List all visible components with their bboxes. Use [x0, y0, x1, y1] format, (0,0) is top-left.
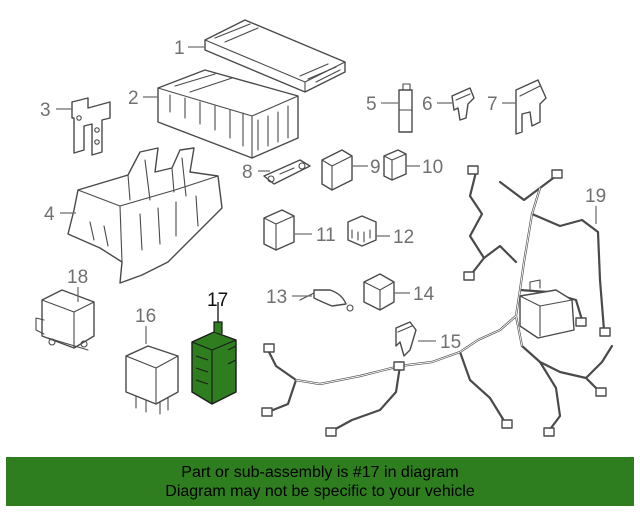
part-3-bracket[interactable] — [71, 97, 111, 156]
callout-4: 4 — [44, 204, 55, 225]
callout-10: 10 — [422, 157, 443, 178]
part-1-fuse-box-cover[interactable] — [204, 19, 346, 93]
part-16-relay-module[interactable] — [125, 345, 179, 415]
callout-12: 12 — [393, 227, 414, 248]
part-2-fuse-box-body[interactable] — [157, 69, 299, 159]
callout-5: 5 — [366, 94, 377, 115]
callout-16: 16 — [135, 306, 156, 327]
part-13-inline-fuse[interactable] — [299, 289, 354, 312]
part-9-relay[interactable] — [321, 149, 353, 191]
part-14-relay[interactable] — [363, 273, 395, 311]
part-19-wiring-harness[interactable] — [261, 165, 614, 437]
part-15-fuse[interactable] — [395, 321, 417, 357]
callout-2: 2 — [128, 88, 139, 109]
callout-9: 9 — [370, 157, 381, 178]
parts-diagram: 1 2 3 4 5 6 — [35, 19, 614, 437]
part-8-bolt-in-fuse[interactable] — [263, 159, 311, 185]
callout-17: 17 — [207, 290, 228, 311]
callout-3: 3 — [40, 100, 51, 121]
part-18-relay-bracket[interactable] — [35, 289, 95, 351]
callout-18: 18 — [67, 267, 88, 288]
callout-11: 11 — [316, 225, 336, 246]
callout-1: 1 — [174, 38, 185, 59]
callout-8: 8 — [242, 162, 253, 183]
part-17-module-highlighted[interactable] — [191, 321, 237, 405]
part-7-cartridge-fuse[interactable] — [515, 79, 547, 135]
callout-6: 6 — [422, 94, 433, 115]
banner-line-1: Part or sub-assembly is #17 in diagram — [181, 463, 459, 481]
info-banner: Part or sub-assembly is #17 in diagram D… — [6, 457, 634, 506]
part-10-mini-relay[interactable] — [383, 149, 407, 181]
part-5-fuse[interactable] — [398, 83, 413, 133]
callout-19: 19 — [585, 186, 606, 207]
part-4-mounting-tray[interactable] — [67, 147, 223, 284]
callout-13: 13 — [266, 287, 287, 308]
banner-line-2: Diagram may not be specific to your vehi… — [165, 482, 475, 500]
callout-7: 7 — [487, 94, 498, 115]
part-12-connector[interactable] — [347, 215, 377, 247]
callout-14: 14 — [413, 284, 435, 305]
part-11-relay[interactable] — [263, 209, 295, 251]
callout-15: 15 — [440, 332, 461, 353]
part-6-maxi-fuse[interactable] — [451, 87, 475, 121]
